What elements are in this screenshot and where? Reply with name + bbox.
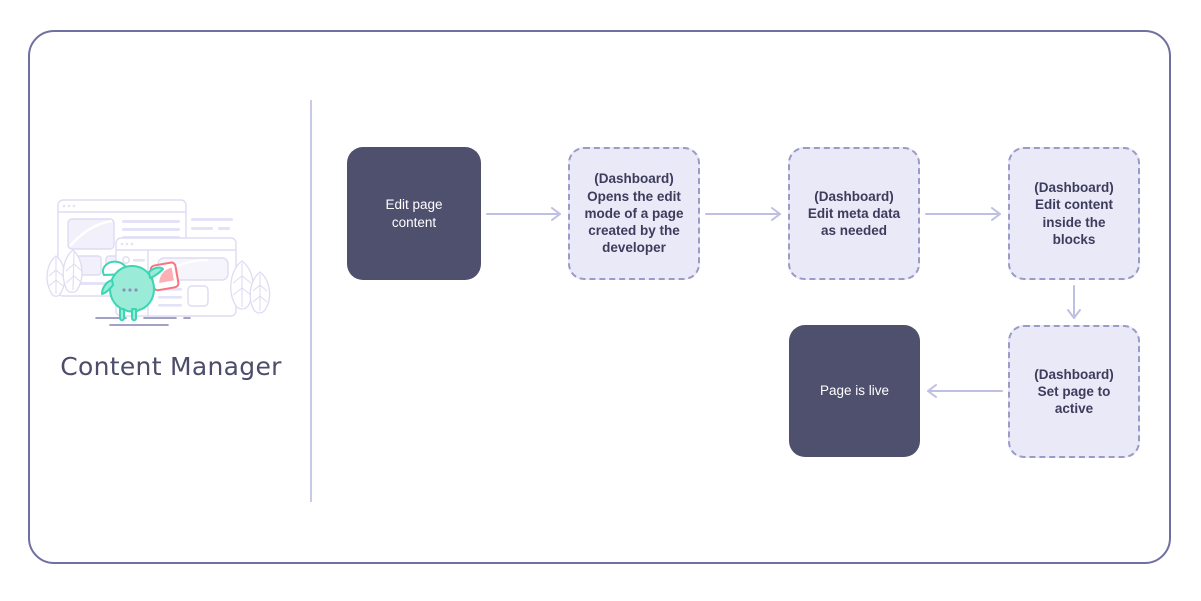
node-label: (Dashboard) Edit content inside the bloc… (1034, 179, 1114, 247)
node-edit-meta-data[interactable]: (Dashboard) Edit meta data as needed (788, 147, 920, 280)
persona-panel: Content Manager (40, 190, 302, 405)
node-label: Page is live (819, 383, 890, 399)
node-label: (Dashboard) Set page to active (1034, 366, 1114, 417)
node-opens-edit-mode[interactable]: (Dashboard) Opens the edit mode of a pag… (568, 147, 700, 280)
node-label: Edit page content (385, 197, 443, 230)
node-label: (Dashboard) Opens the edit mode of a pag… (584, 171, 684, 256)
node-label: (Dashboard) Edit meta data as needed (807, 188, 901, 239)
section-divider (310, 100, 312, 502)
content-manager-mascot-illustration (40, 190, 302, 350)
node-set-page-active[interactable]: (Dashboard) Set page to active (1008, 325, 1140, 458)
persona-title: Content Manager (60, 352, 282, 381)
node-edit-page-content[interactable]: Edit page content (347, 147, 481, 280)
node-edit-content-blocks[interactable]: (Dashboard) Edit content inside the bloc… (1008, 147, 1140, 280)
node-page-is-live[interactable]: Page is live (789, 325, 920, 457)
